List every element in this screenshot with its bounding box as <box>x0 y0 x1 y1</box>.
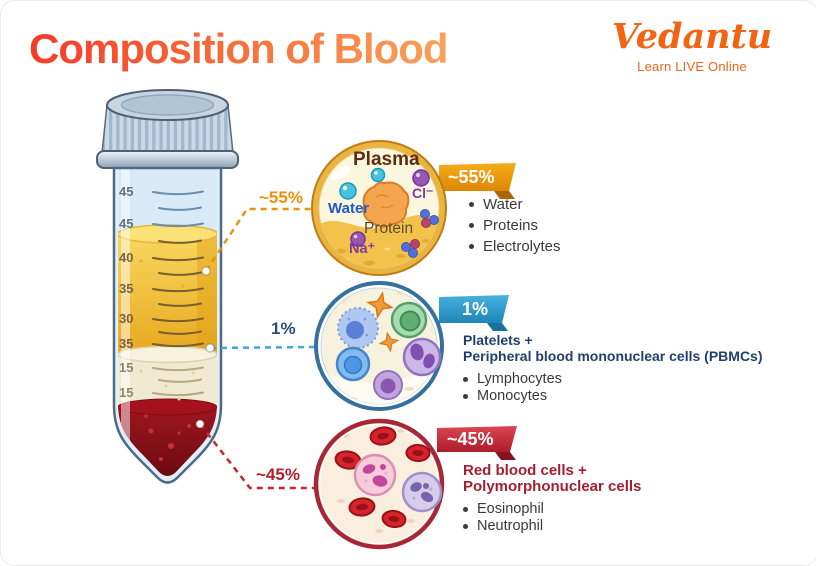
pbmc-circle-illustration <box>314 281 444 411</box>
blue-round-cell-icon <box>335 346 371 382</box>
rbc-circle-illustration <box>313 418 445 550</box>
pbmc-anchor-dot <box>205 343 215 353</box>
tube-body <box>112 166 223 484</box>
list-item: Neutrophil <box>463 518 641 534</box>
list-item: Proteins <box>469 217 561 234</box>
tube-graduation-6: 15 <box>119 360 134 375</box>
tube-graduation-2: 40 <box>119 250 134 265</box>
bullet-dot <box>463 506 468 512</box>
list-item: Eosinophil <box>463 501 641 517</box>
pbmc-heading-line2: Peripheral blood mononuclear cells (PBMC… <box>463 348 763 364</box>
pbmc-text-block: Platelets + Peripheral blood mononuclear… <box>463 332 763 405</box>
neutrophil-cell-icon <box>401 471 443 513</box>
rbc-bullet-list: Eosinophil Neutrophil <box>463 501 641 534</box>
plasma-circle-title: Plasma <box>353 149 420 170</box>
rbc-anchor-dot <box>195 419 205 429</box>
tube-cap <box>96 89 239 169</box>
bullet-dot <box>469 223 474 228</box>
list-item: Monocytes <box>463 388 763 404</box>
platelet-star-icons <box>366 291 400 353</box>
purple-lobed-cell-icon <box>402 337 442 377</box>
brand-tagline: Learn LIVE Online <box>637 59 747 74</box>
water-label: Water <box>328 200 370 217</box>
rbc-badge-ribbon <box>437 426 517 460</box>
plasma-circle-illustration <box>311 140 447 276</box>
connector-rbc-line <box>199 423 315 490</box>
eosinophil-cell-icon <box>353 453 397 497</box>
brand-logo-text: Vedantu <box>611 16 773 57</box>
bullet-dot <box>463 376 468 382</box>
pbmc-percent-label: 1% <box>271 319 296 338</box>
rbc-percent-label: ~45% <box>256 465 300 484</box>
bullet-dot <box>469 244 474 249</box>
water-molecule-icons <box>339 167 386 200</box>
pbmc-badge-label: 1% <box>462 299 489 319</box>
ion-icons <box>350 169 430 247</box>
pbmc-bullet-list: Lymphocytes Monocytes <box>463 371 763 404</box>
chloride-label: Cl⁻ <box>412 185 434 201</box>
tube-graduation-3: 35 <box>119 281 134 296</box>
sodium-label: Na⁺ <box>349 241 376 257</box>
red-blood-cell-icons <box>334 426 431 529</box>
plasma-percent-label: ~55% <box>259 188 303 207</box>
test-tube <box>96 89 239 484</box>
monocyte-green-cell-icon <box>390 301 428 339</box>
plasma-badge-label: ~55% <box>448 167 495 187</box>
connector-plasma-line <box>204 207 312 272</box>
rbc-heading-line1: Red blood cells + <box>463 462 587 479</box>
tube-graduation-7: 15 <box>119 385 134 400</box>
list-item: Lymphocytes <box>463 371 763 387</box>
protein-blob <box>362 181 410 228</box>
list-item: Water <box>469 196 561 213</box>
rbc-text-block: Red blood cells + Polymorphonuclear cell… <box>463 463 641 535</box>
graduation-ticks <box>152 190 204 397</box>
page-title: Composition of Blood <box>29 25 449 72</box>
protein-label: Protein <box>364 220 414 237</box>
lymphocyte-cell-icon <box>337 307 379 349</box>
plasma-anchor-dot <box>201 266 211 276</box>
plasma-badge-ribbon <box>439 163 516 199</box>
rbc-heading-line2: Polymorphonuclear cells <box>463 478 642 495</box>
brand-logo: Vedantu Learn LIVE Online <box>607 16 777 75</box>
purple-round-cell-icon <box>373 370 403 400</box>
rbc-badge-label: ~45% <box>447 429 494 449</box>
connector-pbmc-line <box>209 345 316 350</box>
tube-graduation-0: 45 <box>119 184 134 199</box>
tube-graduation-1: 45 <box>119 216 134 231</box>
bullet-dot <box>463 393 468 399</box>
pbmc-badge-ribbon <box>439 295 509 331</box>
pbmc-heading-line1: Platelets + <box>463 332 533 348</box>
bullet-dot <box>463 523 468 529</box>
bullet-dot <box>469 202 474 207</box>
list-item: Electrolytes <box>469 238 561 255</box>
plasma-bullet-list: Water Proteins Electrolytes <box>469 196 561 259</box>
tube-graduation-5: 35 <box>119 336 134 351</box>
tube-graduation-4: 30 <box>119 311 134 326</box>
molecule-cluster-icons <box>401 209 439 258</box>
